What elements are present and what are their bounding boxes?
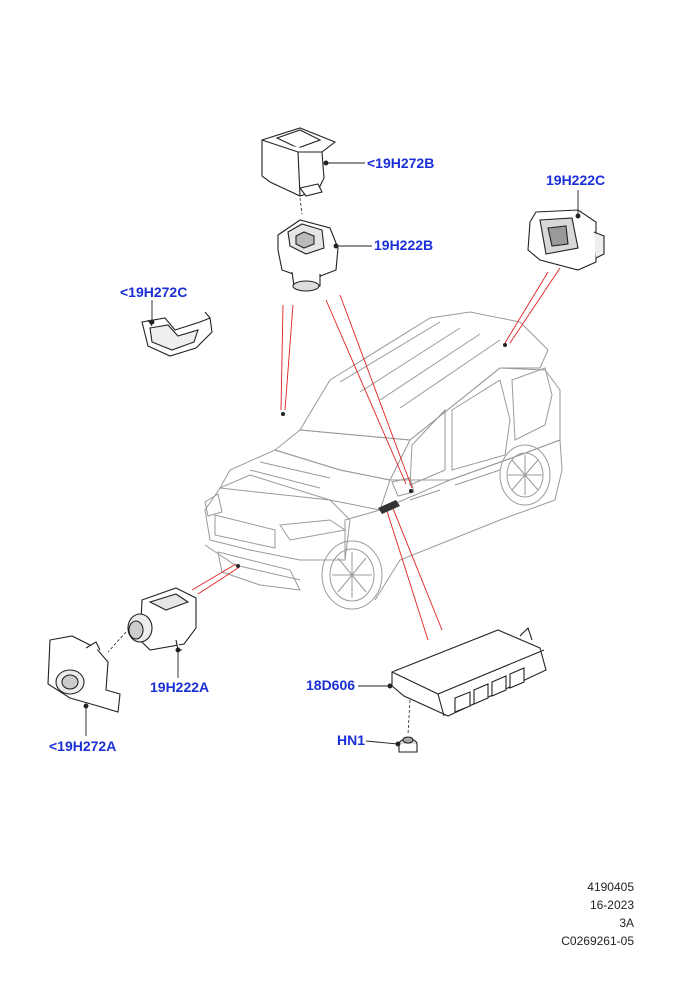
mirror-camera-marker	[378, 500, 400, 514]
callout-19h272a[interactable]: <19H272A	[49, 738, 117, 754]
illustration-number: 4190405	[587, 880, 634, 894]
callout-19h222a[interactable]: 19H222A	[150, 679, 210, 695]
camera-19h222c-part[interactable]	[527, 209, 605, 271]
bezel-19h272a-part[interactable]	[47, 635, 121, 713]
date-code: 16-2023	[589, 898, 634, 912]
nut-hn1-part[interactable]	[398, 736, 418, 753]
bracket-19h272c-part[interactable]	[141, 311, 213, 357]
callout-leaders	[83, 160, 581, 747]
leader-lines	[191, 267, 561, 641]
cover-19h272b-part[interactable]	[261, 127, 337, 197]
location-markers	[236, 343, 507, 568]
callout-18d606[interactable]: 18D606	[306, 677, 356, 693]
callout-19h272c[interactable]: <19H272C	[120, 284, 188, 300]
module-18d606-part[interactable]	[391, 626, 547, 717]
callout-19h272b[interactable]: <19H272B	[367, 155, 435, 171]
camera-19h222a-part[interactable]	[127, 587, 197, 651]
revision-code: 3A	[619, 916, 634, 930]
camera-19h222b-part[interactable]	[277, 219, 339, 292]
callout-19h222c[interactable]: 19H222C	[546, 172, 606, 188]
catalog-code: C0269261-05	[561, 934, 634, 948]
callout-19h222b[interactable]: 19H222B	[374, 237, 434, 253]
vehicle-illustration	[204, 311, 563, 610]
callout-hn1[interactable]: HN1	[337, 732, 366, 748]
